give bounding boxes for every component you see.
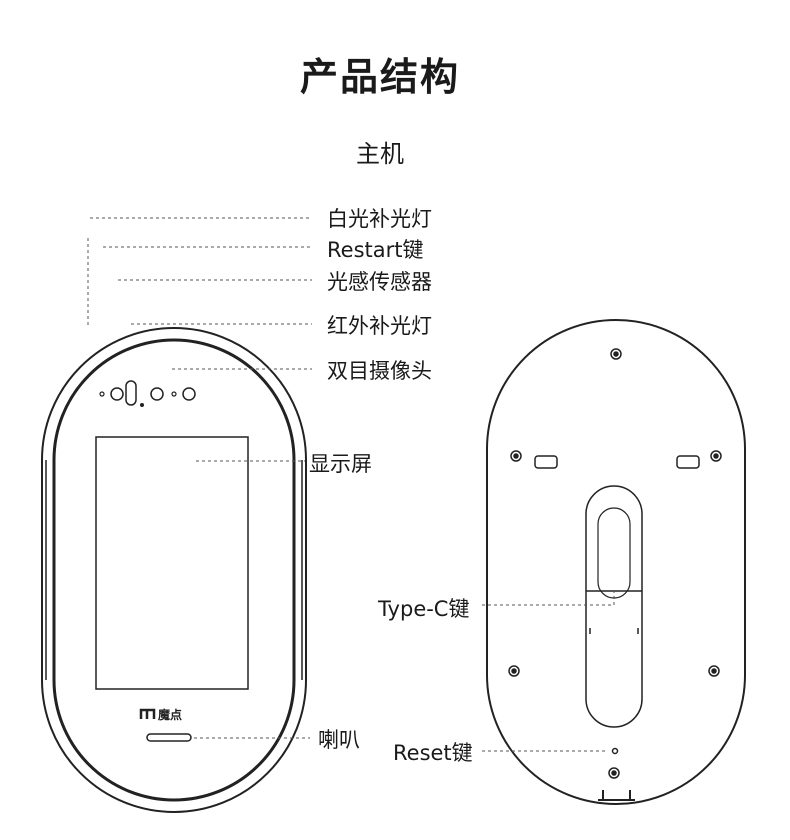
speaker-slot bbox=[146, 733, 192, 742]
brand-logo-text: 魔点 bbox=[158, 707, 182, 722]
restart-button-icon bbox=[110, 387, 124, 401]
screw-icon bbox=[708, 665, 720, 677]
front-inner-bezel bbox=[52, 338, 296, 802]
ir-light-icon bbox=[140, 403, 144, 407]
screw-icon bbox=[508, 665, 520, 677]
back-callout-lines bbox=[482, 592, 615, 752]
white-light-icon bbox=[99, 391, 105, 397]
label-light-sensor: 光感传感器 bbox=[327, 270, 432, 294]
mount-slot-right bbox=[676, 455, 700, 469]
label-display: 显示屏 bbox=[309, 452, 372, 476]
camera-right-icon bbox=[182, 387, 196, 401]
label-speaker: 喇叭 bbox=[318, 728, 360, 752]
screw-icon bbox=[510, 450, 522, 462]
leader-type-c bbox=[482, 592, 615, 606]
label-reset-key: Reset键 bbox=[393, 741, 473, 765]
front-callout-lines bbox=[87, 217, 312, 739]
light-sensor-icon bbox=[125, 380, 137, 406]
label-restart-key: Restart键 bbox=[327, 238, 424, 262]
type-c-slot bbox=[585, 485, 643, 728]
reset-hole-icon bbox=[611, 747, 619, 755]
front-device bbox=[41, 327, 307, 813]
label-type-c-key: Type-C键 bbox=[378, 597, 470, 621]
section-subtitle-host: 主机 bbox=[356, 140, 404, 168]
screw-icon bbox=[610, 348, 622, 360]
page-title: 产品结构 bbox=[299, 55, 460, 99]
back-device bbox=[486, 319, 746, 805]
screw-icon bbox=[608, 767, 620, 779]
label-ir-light: 红外补光灯 bbox=[327, 314, 432, 338]
screw-icon bbox=[710, 450, 722, 462]
brand-logo: 魔点 bbox=[139, 707, 182, 722]
bottom-connector bbox=[602, 790, 631, 801]
label-white-light: 白光补光灯 bbox=[327, 207, 432, 231]
camera-left-icon bbox=[150, 387, 164, 401]
back-outer-shell bbox=[486, 319, 746, 805]
label-dual-camera: 双目摄像头 bbox=[327, 359, 432, 383]
front-outer-shell bbox=[41, 327, 307, 813]
display-screen bbox=[95, 436, 249, 690]
mount-slot-left bbox=[534, 455, 558, 469]
camera-center-icon bbox=[171, 391, 177, 397]
back-screws bbox=[508, 348, 722, 779]
